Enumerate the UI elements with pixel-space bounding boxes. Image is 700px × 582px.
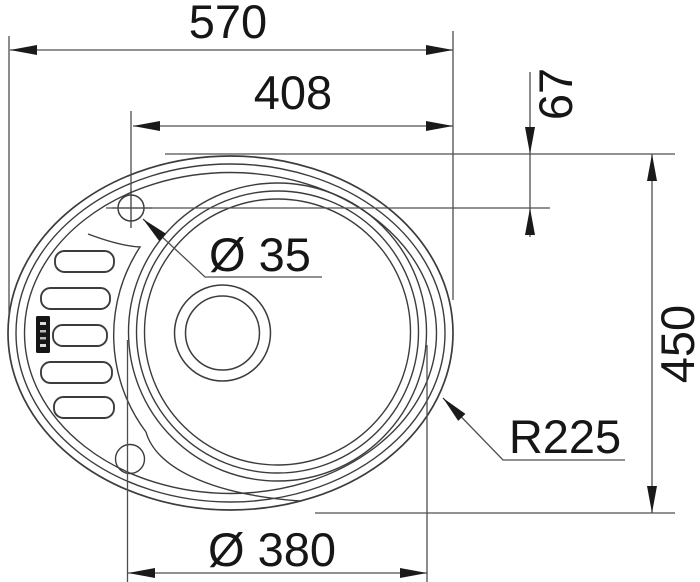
leader-label-tap-hole-diameter: Ø 35 — [209, 228, 311, 281]
sink-outer-edge — [7, 155, 454, 511]
brand-badge-mark — [40, 337, 46, 340]
leader-line — [142, 218, 322, 278]
dim-arrowhead — [400, 568, 427, 578]
label-edge-radius: R225 — [442, 397, 625, 463]
dim-label-overall-width: 570 — [189, 0, 267, 48]
drainer-ledge-bottom-edge — [145, 431, 301, 502]
dim-arrowhead — [426, 45, 453, 55]
dim-label-tap-offset: 67 — [529, 68, 582, 120]
bowl-mid-circle — [135, 190, 420, 474]
drain-outer-circle — [173, 284, 272, 382]
leader-label-edge-radius: R225 — [509, 410, 621, 463]
leader-arrowhead — [143, 219, 167, 242]
dim-label-tap-to-right-edge: 408 — [254, 66, 332, 119]
sink-outline — [7, 155, 454, 511]
dim-arrowhead — [133, 121, 160, 131]
brand-badge-mark — [40, 322, 46, 325]
dim-arrowhead — [647, 486, 657, 513]
dim-arrowhead — [128, 568, 155, 578]
drainer-slot — [40, 287, 111, 310]
dim-overall-depth: 450 — [315, 154, 700, 514]
drainer-ledge-edge — [87, 233, 147, 433]
brand-badge-mark — [40, 330, 46, 333]
dim-label-overall-depth: 450 — [651, 305, 700, 383]
drainer-slots — [40, 250, 115, 419]
brand-badge-plate — [36, 316, 50, 353]
leader-arrowhead — [443, 398, 466, 421]
brand-badge-mark — [40, 344, 46, 347]
dim-arrowhead — [525, 208, 535, 235]
sink-rim-inner-1 — [15, 163, 446, 503]
label-tap-hole-diameter: Ø 35 — [142, 218, 322, 281]
drainer-slot — [52, 324, 108, 347]
dim-arrowhead — [10, 45, 37, 55]
dim-bowl-diameter: Ø 380 — [126, 340, 428, 582]
bowl-outer-circle — [127, 182, 428, 482]
bowl-inner-circle — [143, 198, 412, 466]
dim-arrowhead — [426, 121, 453, 131]
dim-tap-to-right-edge: 408 — [130, 66, 453, 192]
brand-badge — [36, 316, 50, 353]
drain-hole — [173, 284, 272, 382]
dim-arrowhead — [525, 127, 535, 154]
main-bowl — [127, 182, 428, 482]
leader-line — [442, 397, 625, 461]
drainer-slot — [40, 361, 113, 384]
dim-overall-width: 570 — [8, 0, 454, 315]
secondary-tap-hole — [114, 443, 146, 475]
dim-label-bowl-diameter: Ø 380 — [208, 523, 336, 576]
drain-inner-circle — [184, 295, 261, 371]
sink-rim-inner-2 — [23, 171, 438, 495]
drainer-slot — [53, 396, 115, 419]
drainer-slot — [54, 250, 115, 273]
dim-tap-offset: 67 — [106, 68, 675, 237]
dim-arrowhead — [647, 154, 657, 181]
